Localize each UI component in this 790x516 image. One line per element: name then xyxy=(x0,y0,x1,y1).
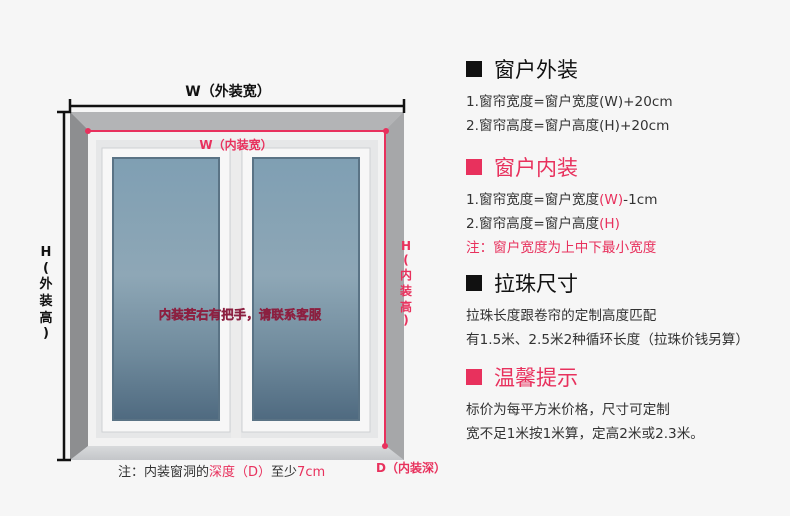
svg-text:装: 装 xyxy=(38,293,52,309)
rule-line: 2.窗帘高度=窗户高度(H)+20cm xyxy=(466,118,670,134)
outer-width-dimension xyxy=(68,99,406,113)
square-bullet-icon xyxy=(466,159,482,175)
window-diagram: W（外装宽） H ( 外 装 高 ) W（内装宽） H ( xyxy=(38,83,446,480)
rule-line: 1.窗帘宽度=窗户宽度(W)-1cm xyxy=(466,192,658,208)
outer-height-dimension xyxy=(57,110,71,462)
svg-text:外: 外 xyxy=(38,276,52,292)
svg-text:): ) xyxy=(43,326,49,341)
outer-width-label: W（外装宽） xyxy=(185,83,270,100)
section-tips: 温馨提示 标价为每平方米价格，尺寸可定制 宽不足1米按1米算，定高2米或2.3米… xyxy=(466,362,704,446)
rule-line: 2.窗帘高度=窗户高度(H) xyxy=(466,216,620,232)
inside-note: 注：窗户宽度为上中下最小宽度 xyxy=(466,240,657,256)
svg-text:(: ( xyxy=(43,261,49,276)
heading-outside-mount: 窗户外装 xyxy=(466,54,673,84)
info-line: 标价为每平方米价格，尺寸可定制 xyxy=(466,402,670,418)
svg-text:内: 内 xyxy=(400,267,412,282)
right-glass xyxy=(252,157,360,421)
svg-text:H: H xyxy=(41,245,52,260)
square-bullet-icon xyxy=(466,275,482,291)
section-inside-mount: 窗户内装 1.窗帘宽度=窗户宽度(W)-1cm 2.窗帘高度=窗户高度(H) 注… xyxy=(466,152,657,260)
inner-height-label: H ( 内 装 高 ) xyxy=(399,239,412,327)
window-sill xyxy=(70,446,404,460)
outer-height-label: H ( 外 装 高 ) xyxy=(38,245,52,341)
svg-text:(: ( xyxy=(403,253,408,267)
square-bullet-icon xyxy=(466,61,482,77)
square-bullet-icon xyxy=(466,369,482,385)
svg-text:装: 装 xyxy=(399,283,412,298)
heading-bead-chain: 拉珠尺寸 xyxy=(466,268,749,298)
left-glass xyxy=(112,157,220,421)
svg-text:): ) xyxy=(403,313,408,327)
rule-line: 1.窗帘宽度=窗户宽度(W)+20cm xyxy=(466,94,673,110)
inner-height-dimension xyxy=(382,131,388,449)
heading-text: 窗户内装 xyxy=(494,156,578,180)
inner-width-dimension xyxy=(85,128,389,134)
inner-width-label: W（内装宽） xyxy=(199,137,272,152)
info-line: 有1.5米、2.5米2种循环长度（拉珠价钱另算） xyxy=(466,332,749,348)
info-line: 拉珠长度跟卷帘的定制高度匹配 xyxy=(466,308,657,324)
info-line: 宽不足1米按1米算，定高2米或2.3米。 xyxy=(466,426,704,442)
heading-inside-mount: 窗户内装 xyxy=(466,152,657,182)
bottom-note: 注：内装窗洞的深度（D）至少7cm xyxy=(118,464,325,480)
heading-text: 窗户外装 xyxy=(494,58,578,82)
heading-text: 温馨提示 xyxy=(494,366,578,390)
svg-text:高: 高 xyxy=(39,310,52,326)
handle-note: 内装若右有把手，请联系客服 xyxy=(159,307,322,322)
depth-label: D（内装深） xyxy=(376,460,446,475)
heading-tips: 温馨提示 xyxy=(466,362,704,392)
svg-text:H: H xyxy=(401,239,411,253)
heading-text: 拉珠尺寸 xyxy=(494,272,578,296)
section-bead-chain: 拉珠尺寸 拉珠长度跟卷帘的定制高度匹配 有1.5米、2.5米2种循环长度（拉珠价… xyxy=(466,268,749,352)
svg-text:高: 高 xyxy=(400,299,412,314)
section-outside-mount: 窗户外装 1.窗帘宽度=窗户宽度(W)+20cm 2.窗帘高度=窗户高度(H)+… xyxy=(466,54,673,138)
